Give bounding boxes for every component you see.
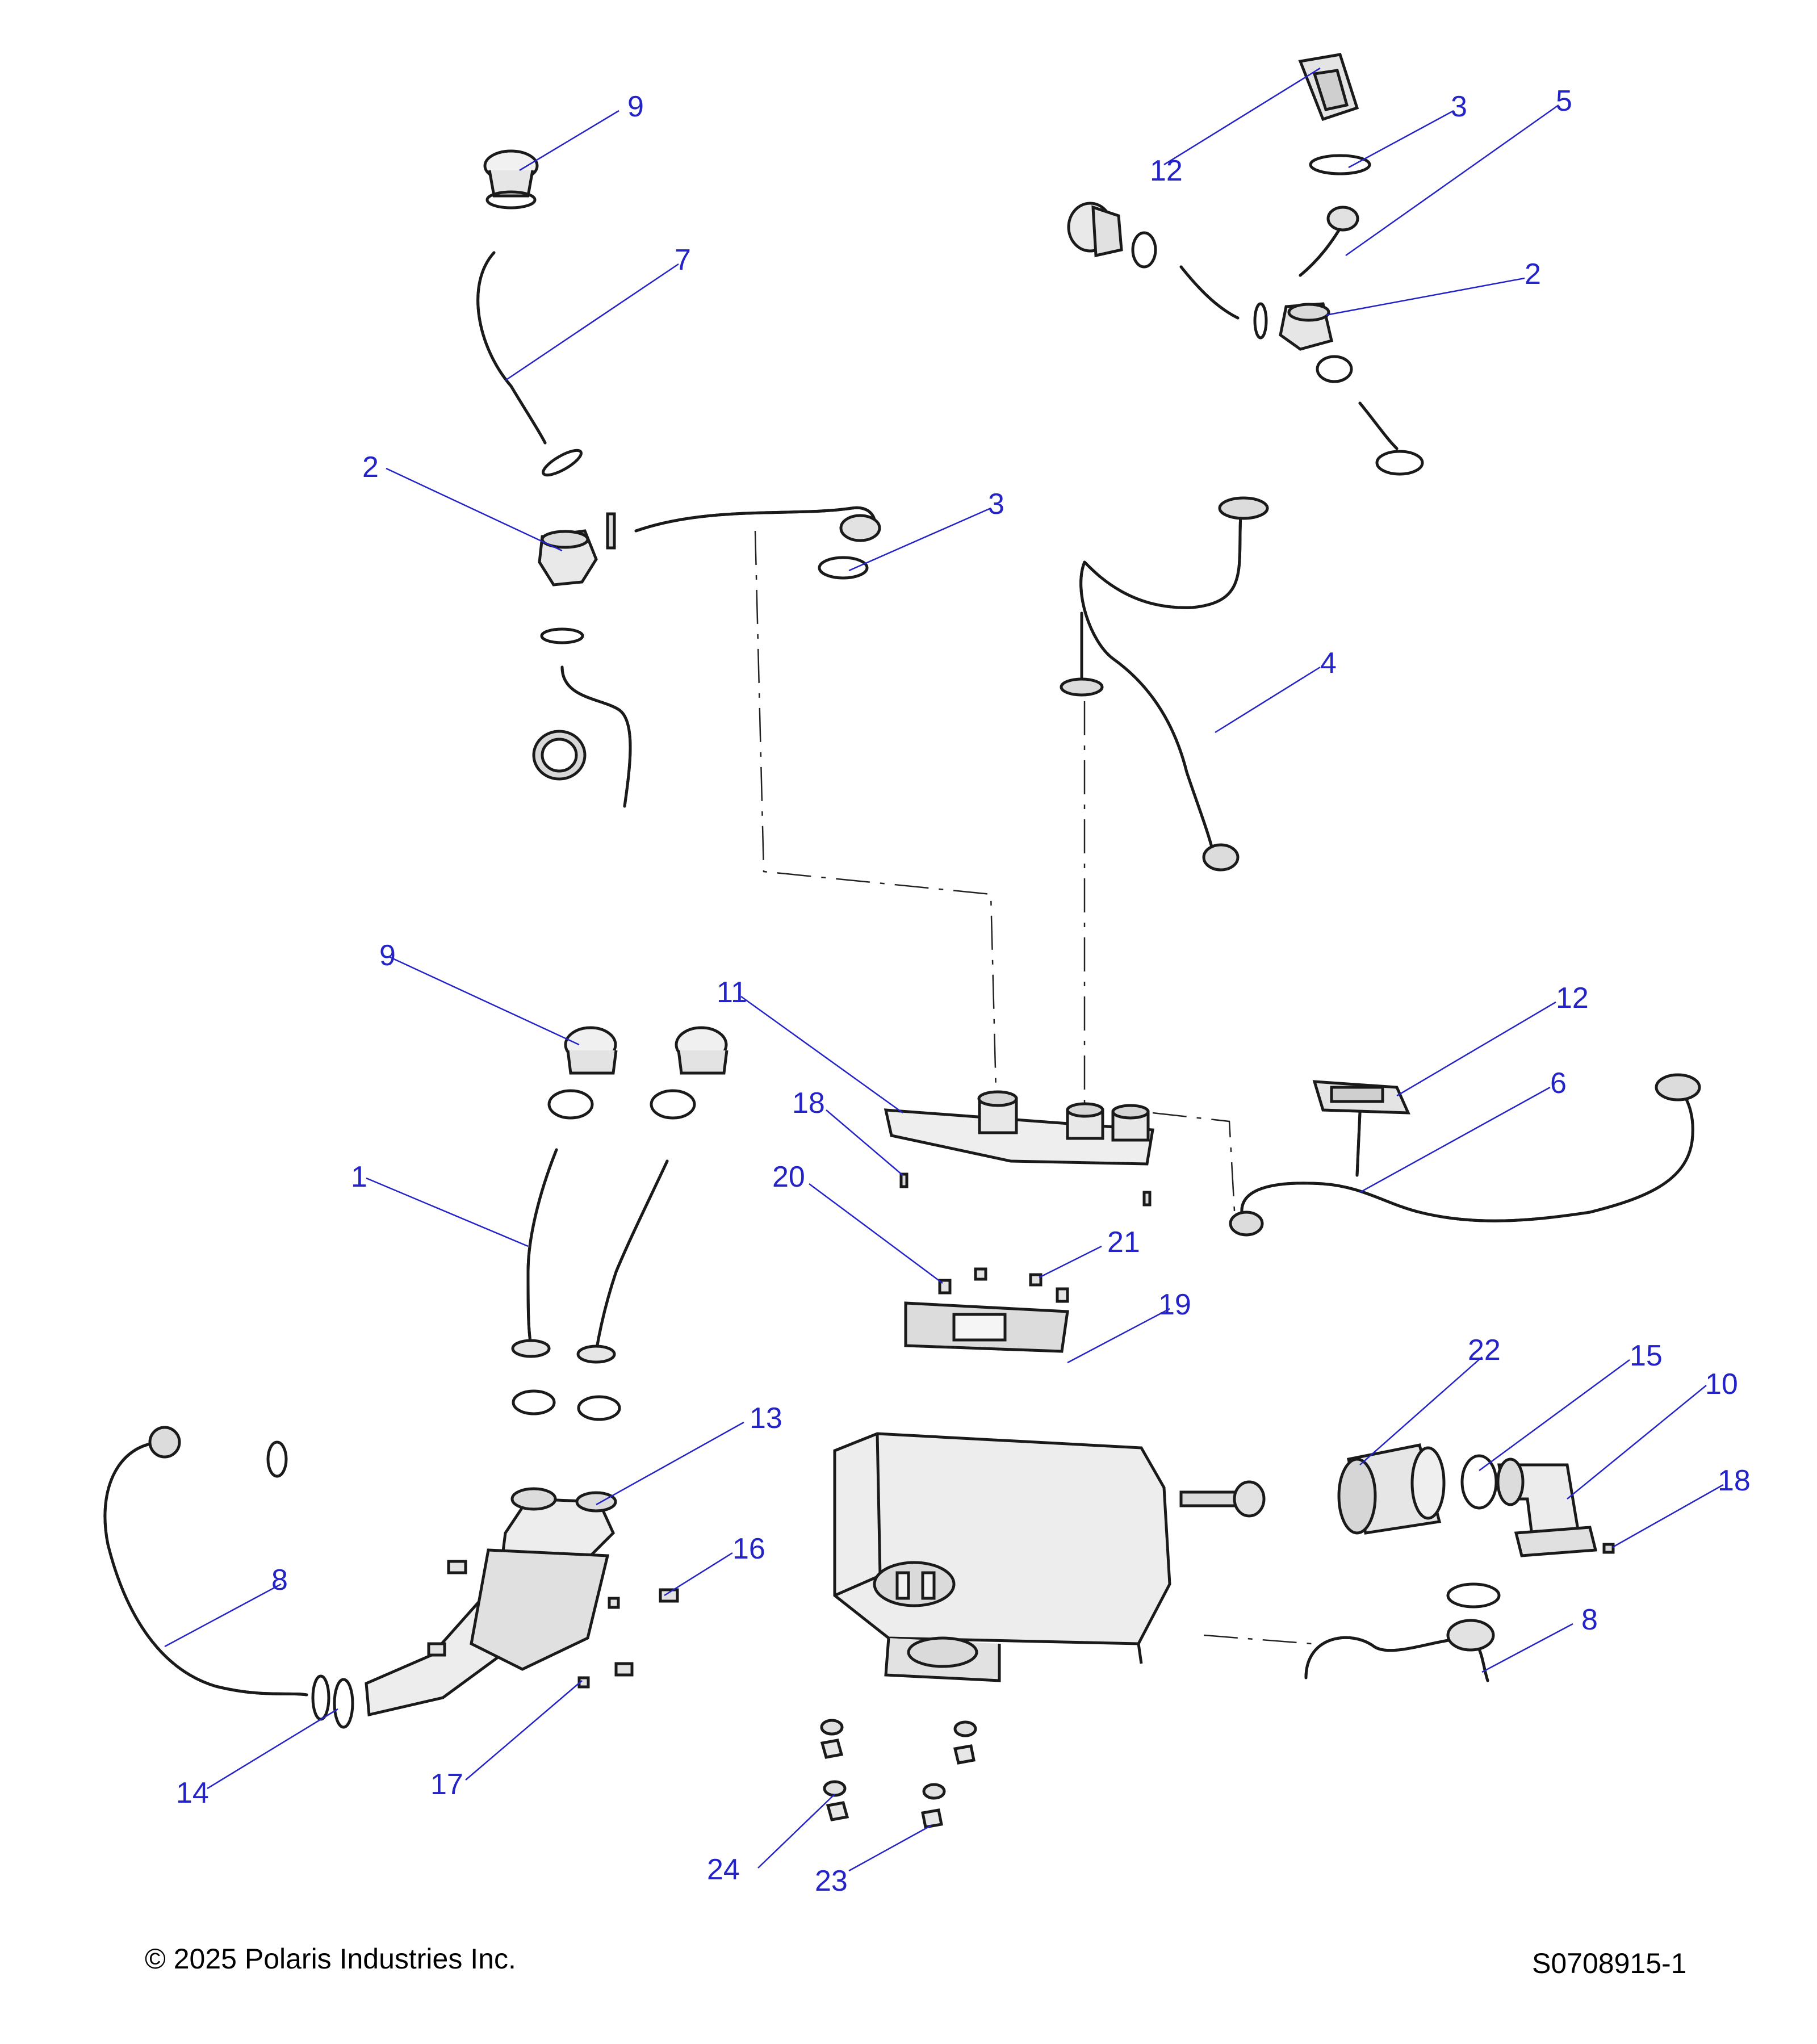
part-12-upper-vent	[1298, 53, 1359, 122]
part-top-clip	[266, 1440, 288, 1478]
part-20-21-clips	[938, 1267, 1069, 1303]
callout-5: 5	[1556, 85, 1572, 118]
part-14-clamps	[311, 1674, 354, 1729]
part-3-left-clamp	[818, 556, 869, 580]
callout-9-lower: 9	[379, 939, 396, 972]
assembly-centerlines	[754, 530, 1312, 1645]
part-left-lower-elbow	[532, 627, 632, 808]
callout-2-left: 2	[362, 451, 379, 484]
part-6-hose	[1229, 1073, 1701, 1237]
callout-12-lower: 12	[1556, 982, 1589, 1015]
callout-4: 4	[1320, 647, 1337, 680]
callout-8-right: 8	[1581, 1603, 1598, 1636]
part-3-upper-clamp	[1309, 154, 1371, 175]
part-5-elbow	[1299, 206, 1359, 277]
callout-20: 20	[772, 1161, 805, 1193]
part-19-bracket	[904, 1301, 1069, 1353]
callout-8-left: 8	[271, 1564, 288, 1597]
part-9-upper-cap	[483, 149, 539, 210]
part-18-right-screw	[1602, 1543, 1615, 1554]
part-clamp-upper	[542, 449, 583, 477]
callout-23: 23	[815, 1865, 848, 1898]
callout-10: 10	[1705, 1368, 1738, 1401]
callout-21: 21	[1107, 1226, 1140, 1259]
callout-18-right: 18	[1718, 1464, 1751, 1497]
callout-2-right: 2	[1525, 258, 1541, 291]
callout-12-upper: 12	[1150, 154, 1183, 187]
part-left-upper-duct	[606, 506, 881, 550]
callout-11: 11	[717, 976, 747, 1009]
part-1-tubes	[511, 1148, 669, 1421]
heater-box	[833, 1432, 1266, 1682]
part-9-lower-caps	[547, 1026, 729, 1120]
callout-24: 24	[707, 1853, 740, 1886]
part-upper-right-hose-set	[1067, 202, 1424, 476]
callout-17: 17	[430, 1768, 463, 1801]
callout-labels: 9 7 2 3 12 3 5 2 4 9 11 12 6 18 1 20 21 …	[176, 85, 1751, 1898]
callout-7: 7	[675, 244, 691, 277]
part-7-tube	[476, 251, 547, 445]
callout-1: 1	[351, 1161, 367, 1193]
part-13-duct	[365, 1487, 617, 1717]
part-18-screws-manifold	[899, 1172, 1152, 1207]
part-11-manifold	[884, 1090, 1154, 1166]
part-4-corrugated-hose	[1060, 496, 1269, 872]
part-22-cylinder	[1337, 1443, 1446, 1535]
part-15-clamp	[1460, 1454, 1498, 1510]
callout-22: 22	[1468, 1334, 1501, 1367]
callout-14: 14	[176, 1777, 209, 1810]
leader-lines	[164, 67, 1724, 1872]
part-2-left-tee	[538, 529, 598, 587]
drawing-number: S0708915-1	[1532, 1947, 1686, 1979]
callout-19: 19	[1158, 1288, 1191, 1321]
part-16-17-fasteners	[427, 1560, 679, 1689]
callout-15: 15	[1630, 1339, 1663, 1372]
callout-9-upper: 9	[627, 90, 644, 123]
callout-6: 6	[1550, 1067, 1567, 1100]
copyright-text: © 2025 Polaris Industries Inc.	[145, 1943, 516, 1975]
part-8-right-elbow	[1304, 1582, 1501, 1682]
callout-3-upper: 3	[1451, 90, 1467, 123]
part-12-lower-vent	[1312, 1080, 1410, 1115]
callout-13: 13	[750, 1402, 782, 1435]
part-24-washers	[820, 1719, 977, 1800]
part-10-elbow	[1496, 1457, 1598, 1557]
callout-3-left: 3	[988, 488, 1004, 521]
callout-16: 16	[732, 1532, 765, 1565]
part-8-left-tube	[103, 1426, 308, 1697]
part-23-nuts	[820, 1739, 976, 1829]
callout-18-left: 18	[792, 1087, 825, 1120]
